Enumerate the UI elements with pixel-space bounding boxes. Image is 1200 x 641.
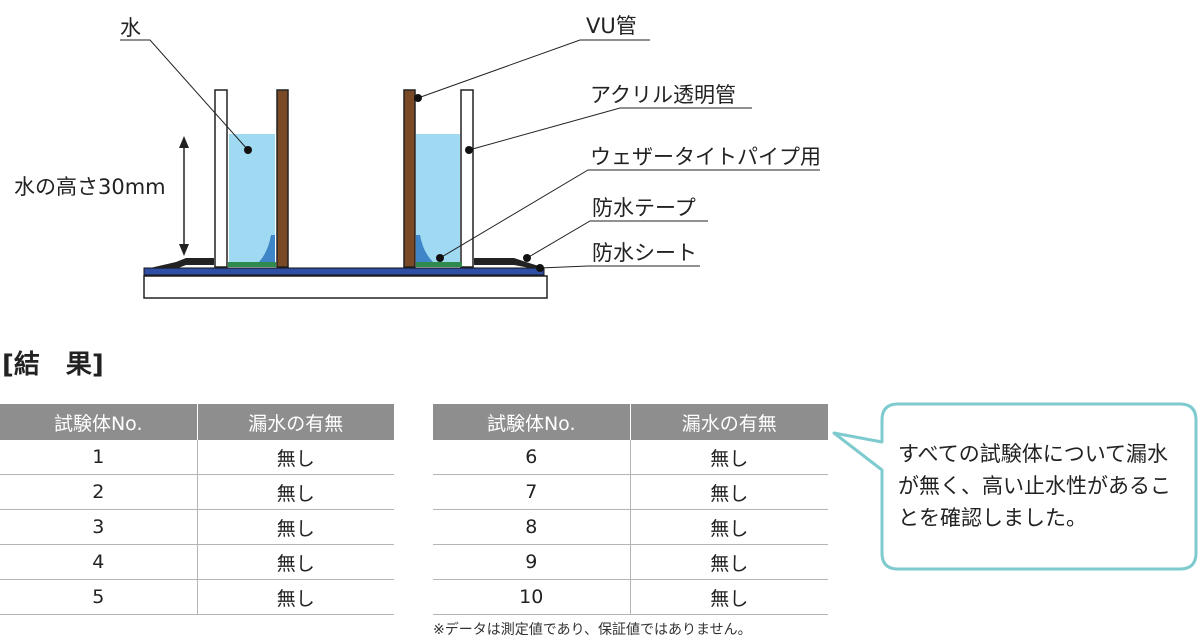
leader-lines [120,39,820,269]
specimen-no-cell: 3 [0,509,198,545]
table-row: 7 無し [433,474,828,510]
label-water: 水 [120,16,141,40]
height-dimension-arrow [179,136,189,256]
water-left [229,134,275,266]
flashing-left [150,258,214,268]
vu-pipe-left [276,89,289,268]
leakage-cell: 無し [630,509,828,545]
specimen-no-cell: 7 [433,474,631,510]
table-row: 10 無し [433,579,828,615]
tape-left [228,262,276,267]
sealant-left [259,235,275,262]
label-vu-pipe: VU管 [586,14,637,38]
column-header-leakage: 漏水の有無 [197,404,394,440]
table-row: 8 無し [433,509,828,545]
table-row: 6 無し [433,440,828,475]
waterproof-sheet [143,267,545,276]
sealant-right [416,235,433,262]
vu-pipe-right [403,89,416,268]
column-header-specimen-no: 試験体No. [433,404,631,440]
label-waterproof-sheet: 防水シート [592,241,697,265]
specimen-no-cell: 6 [433,440,631,475]
leakage-cell: 無し [197,509,394,545]
table-header-row: 試験体No. 漏水の有無 [0,404,394,440]
label-acrylic-pipe: アクリル透明管 [590,83,736,107]
label-water-height: 水の高さ30mm [14,175,166,199]
results-title: [結 果] [2,350,104,380]
water-right [416,134,460,266]
leader-dots [244,94,544,272]
table-row: 5 無し [0,579,394,615]
callout-text: すべての試験体について漏水が無く、高い止水性があることを確認しました。 [898,442,1171,530]
results-table-right: 試験体No. 漏水の有無 6 無し 7 無し 8 無し 9 無し 10 無し [433,404,828,615]
column-header-specimen-no: 試験体No. [0,404,198,440]
leakage-cell: 無し [197,579,394,615]
table-row: 2 無し [0,474,394,510]
callout-bubble [832,402,1198,571]
results-table-left: 試験体No. 漏水の有無 1 無し 2 無し 3 無し 4 無し 5 無し [0,404,394,615]
column-header-leakage: 漏水の有無 [630,404,828,440]
table-row: 4 無し [0,544,394,580]
specimen-no-cell: 2 [0,474,198,510]
leakage-cell: 無し [197,544,394,580]
label-weather-tight-pipe: ウェザータイトパイプ用 [590,145,821,169]
specimen-no-cell: 9 [433,544,631,580]
tape-right [416,262,462,267]
specimen-no-cell: 4 [0,544,198,580]
label-waterproof-tape: 防水テープ [592,196,696,220]
table-header-row: 試験体No. 漏水の有無 [433,404,828,440]
acrylic-pipe-right [460,89,474,268]
table-row: 9 無し [433,544,828,580]
leakage-cell: 無し [630,440,828,475]
footnote: ※データは測定値であり、保証値ではありません。 [433,622,752,638]
flashing-right [474,258,545,268]
specimen-no-cell: 1 [0,440,198,475]
leakage-cell: 無し [630,579,828,615]
specimen-no-cell: 5 [0,579,198,615]
table-row: 3 無し [0,509,394,545]
specimen-no-cell: 10 [433,579,631,615]
leakage-cell: 無し [630,544,828,580]
table-row: 1 無し [0,440,394,475]
leakage-cell: 無し [197,474,394,510]
base-board [143,275,548,299]
acrylic-pipe-left [214,89,228,268]
leakage-cell: 無し [630,474,828,510]
specimen-no-cell: 8 [433,509,631,545]
leakage-cell: 無し [197,440,394,475]
